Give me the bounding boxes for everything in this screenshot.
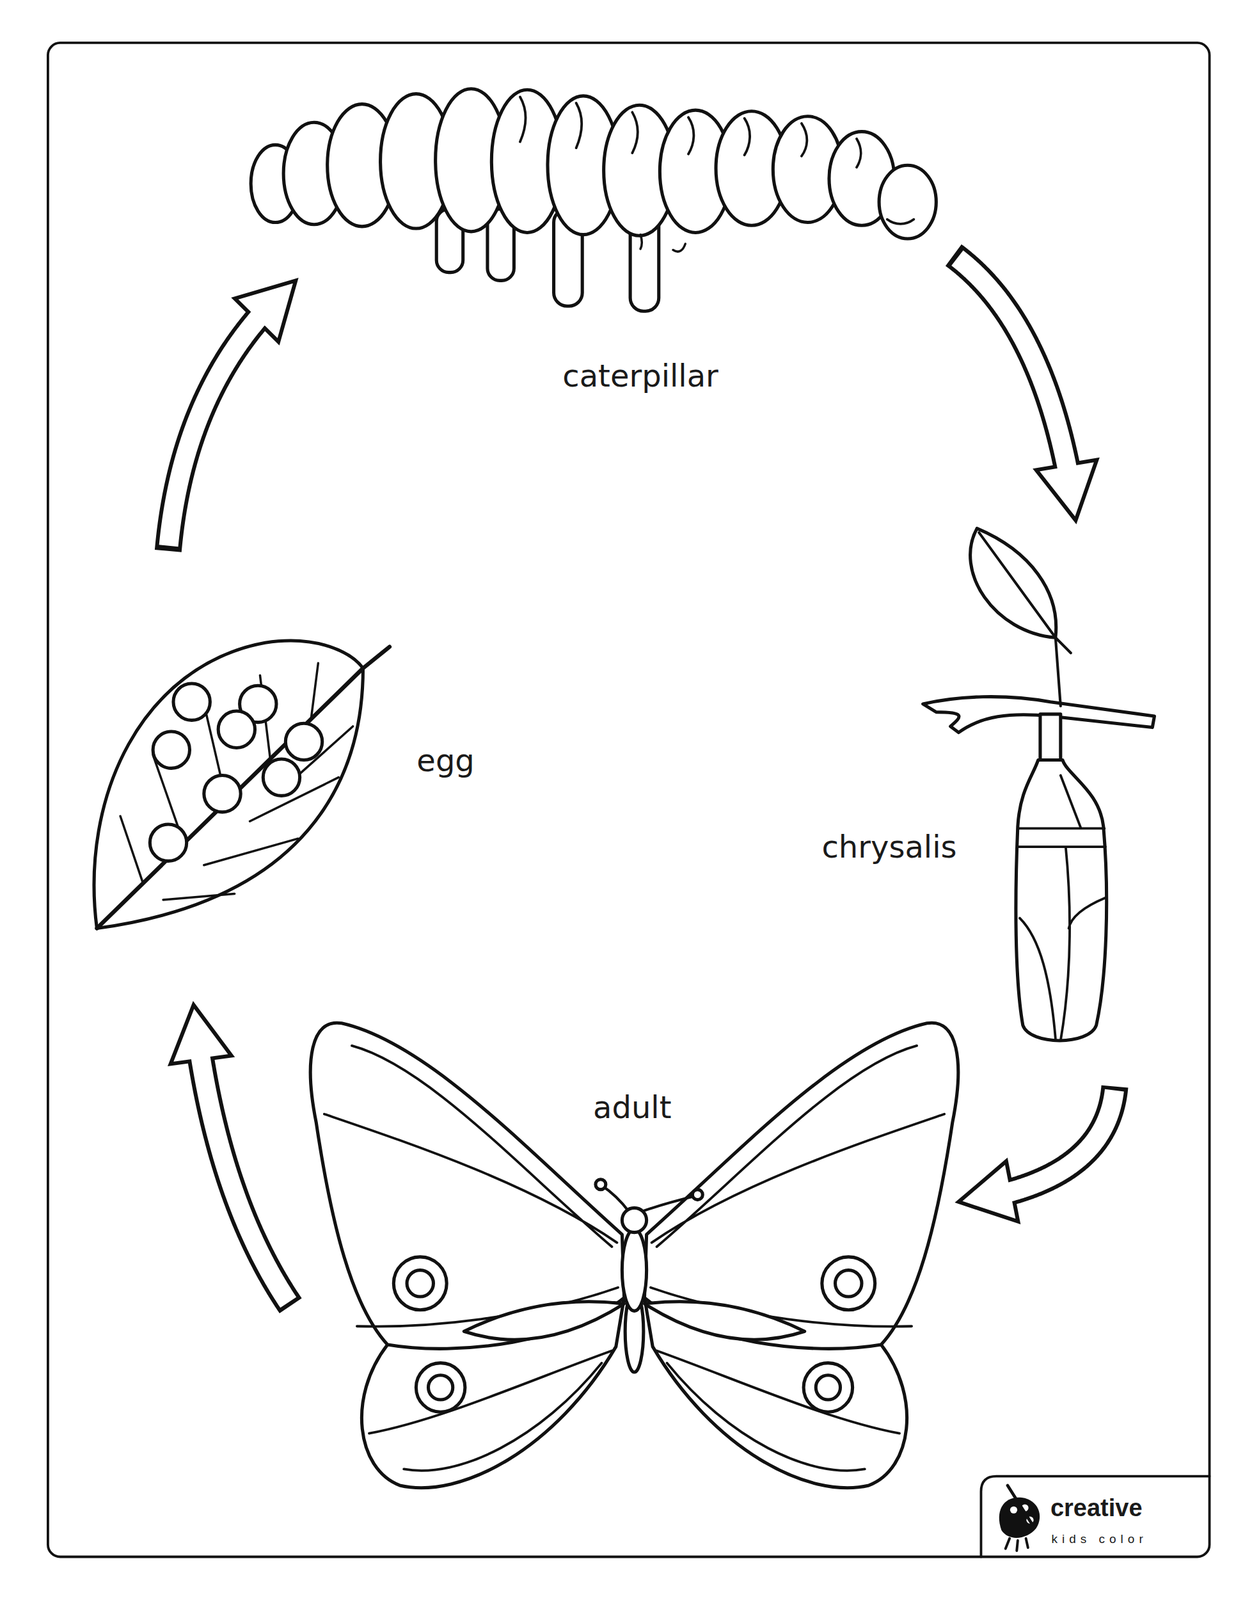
butterfly-thorax (621, 1228, 647, 1311)
cycle-arrow (168, 280, 296, 551)
brand-box (980, 1475, 1210, 1557)
butterfly-egg (285, 722, 322, 760)
brush-stroke (1007, 1484, 1032, 1524)
chrysalis-stalk (1040, 713, 1061, 761)
chrysalis-lines (1017, 774, 1106, 1040)
eye-spot (415, 1362, 466, 1412)
life-stage: caterpillar (295, 81, 954, 404)
antenna-tip (595, 1179, 606, 1190)
antenna-tip (692, 1189, 703, 1200)
line-art (47, 42, 1210, 1557)
chrysalis-art (923, 528, 1155, 1041)
butterfly-egg (173, 683, 210, 720)
stage-label: adult (593, 1089, 672, 1124)
brand-name: creative (1050, 1495, 1143, 1520)
eye-spot-center (428, 1374, 453, 1400)
leaf-stem (978, 532, 1071, 706)
cycle-arrow (953, 255, 1097, 521)
arrow-fill (1005, 1090, 1115, 1194)
eye-spot-center (406, 1269, 434, 1297)
page-border (47, 42, 1210, 1557)
leaf-midrib (96, 646, 389, 929)
stage-label: chrysalis (821, 829, 957, 864)
stage-label: egg (416, 742, 475, 777)
arrow-fill (168, 313, 263, 546)
life-stage: chrysalis (800, 520, 1163, 1087)
caterpillar-spots (640, 234, 686, 252)
caterpillar-art (250, 88, 936, 312)
butterfly-egg (152, 731, 190, 768)
wing-lens (463, 1301, 624, 1339)
eye-spot (393, 1256, 447, 1310)
arrow-outline (1012, 1086, 1115, 1192)
arrow-fill (199, 1050, 289, 1302)
arrow-outline (953, 255, 1067, 466)
butterfly-egg (262, 758, 300, 796)
arrow-head (1036, 459, 1098, 521)
chrysalis-case (1015, 760, 1107, 1041)
arrow-outline (200, 1059, 291, 1306)
butterfly-egg (204, 774, 241, 812)
life-stage: egg (91, 550, 490, 1005)
leaf-veins (120, 662, 353, 900)
stage-label: caterpillar (562, 358, 719, 393)
life-stage: adult (290, 1019, 959, 1494)
cycle-arrow (958, 1086, 1115, 1222)
brand-logo (999, 1484, 1040, 1551)
butterfly-head (621, 1207, 647, 1232)
butterfly-egg (218, 710, 255, 748)
arrow-head (170, 1004, 232, 1064)
cycle-arrow (170, 1004, 292, 1306)
egg-art (94, 640, 390, 928)
arrow-fill (957, 257, 1068, 474)
brand-tagline: kids color (1051, 1531, 1148, 1544)
right-wings (644, 1022, 958, 1487)
butterfly-art (310, 1022, 958, 1487)
paint-drip (1005, 1537, 1029, 1551)
wing-veins (324, 1045, 618, 1471)
antennae (601, 1184, 697, 1212)
arrow-outline (168, 319, 257, 551)
left-wings (310, 1022, 624, 1487)
caterpillar-head (879, 165, 936, 239)
arrow-head (958, 1160, 1018, 1221)
butterfly-egg (149, 824, 187, 861)
palette-dot (1010, 1505, 1018, 1514)
caterpillar-stripes (520, 96, 914, 224)
leaf-outline (94, 640, 363, 928)
arrow-head (234, 280, 296, 342)
